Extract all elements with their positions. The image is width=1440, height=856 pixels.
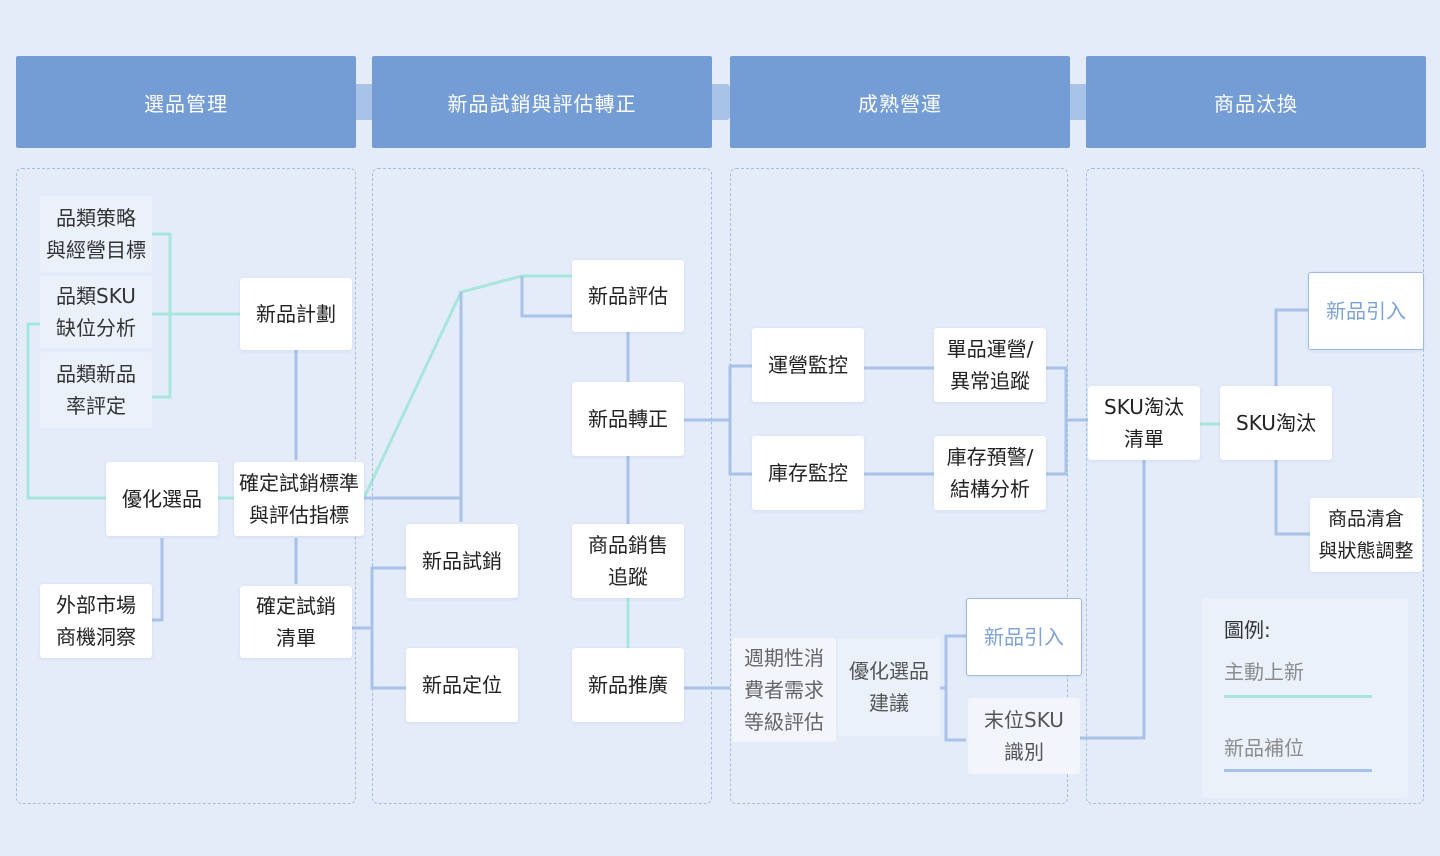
node-new-trial: 新品試銷 — [406, 524, 518, 598]
node-new-product-plan: 新品計劃 — [240, 278, 352, 350]
node-clearance-adjust: 商品清倉 與狀態調整 — [1310, 498, 1422, 572]
stage-header-replacement: 商品汰換 — [1086, 56, 1426, 148]
node-new-introduce-mid: 新品引入 — [966, 598, 1082, 676]
legend-swatch-blue-line — [1224, 769, 1372, 772]
node-new-introduce-right: 新品引入 — [1308, 272, 1424, 350]
stage-column-operation — [730, 168, 1068, 804]
stage-column-trial — [372, 168, 712, 804]
node-optimize-selection: 優化選品 — [106, 462, 218, 536]
node-optimize-suggestion: 優化選品 建議 — [838, 638, 940, 736]
node-inventory-alert: 庫存預警/ 結構分析 — [934, 436, 1046, 510]
node-sku-elimination-list: SKU淘汰 清單 — [1088, 386, 1200, 460]
legend-label-new-fill: 新品補位 — [1224, 736, 1304, 760]
legend-label-active-launch: 主動上新 — [1224, 660, 1304, 684]
node-new-regular: 新品轉正 — [572, 382, 684, 456]
node-define-trial-criteria: 確定試銷標準 與評估指標 — [234, 462, 364, 536]
node-category-strategy: 品類策略 與經營目標 — [40, 196, 152, 272]
node-new-marketing: 新品推廣 — [572, 648, 684, 722]
node-single-ops-tracking: 單品運營/ 異常追蹤 — [934, 328, 1046, 402]
node-tail-sku-identify: 末位SKU 識別 — [968, 698, 1080, 774]
node-inventory-monitor: 庫存監控 — [752, 436, 864, 510]
node-category-new-rate: 品類新品 率評定 — [40, 352, 152, 428]
node-category-sku-gap: 品類SKU 缺位分析 — [40, 276, 152, 348]
stage-header-trial: 新品試銷與評估轉正 — [372, 56, 712, 148]
node-market-insight: 外部市場 商機洞察 — [40, 584, 152, 658]
node-new-evaluation: 新品評估 — [572, 260, 684, 332]
stage-header-selection: 選品管理 — [16, 56, 356, 148]
node-new-positioning: 新品定位 — [406, 648, 518, 722]
node-consumer-demand-rating: 週期性消 費者需求 等級評估 — [732, 638, 836, 742]
node-trial-list: 確定試銷 清單 — [240, 586, 352, 658]
legend: 圖例: 主動上新 新品補位 — [1202, 598, 1408, 798]
node-ops-monitor: 運營監控 — [752, 328, 864, 402]
legend-swatch-teal-line — [1224, 695, 1372, 698]
stage-header-operation: 成熟營運 — [730, 56, 1070, 148]
node-sku-elimination: SKU淘汰 — [1220, 386, 1332, 460]
node-sales-tracking: 商品銷售 追蹤 — [572, 524, 684, 598]
stage-column-replacement — [1086, 168, 1424, 804]
legend-title: 圖例: — [1224, 618, 1271, 642]
